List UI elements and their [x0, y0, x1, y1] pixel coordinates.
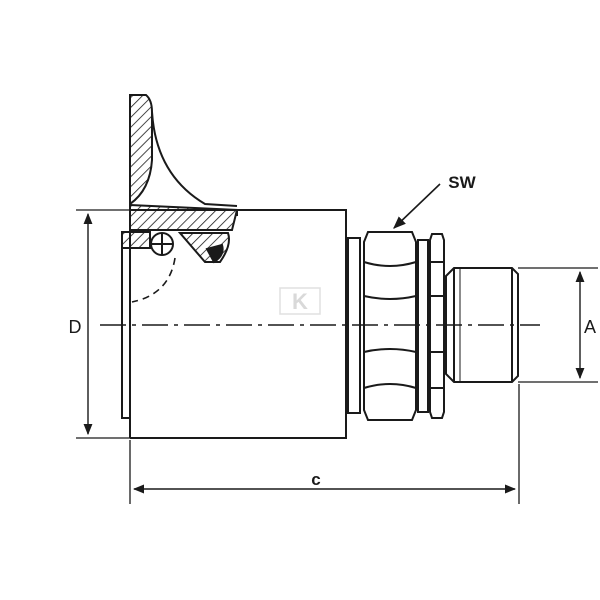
cam-lever [121, 94, 239, 264]
sw-leader: SW [393, 173, 477, 229]
watermark-text: K [292, 289, 308, 314]
watermark-logo: K [279, 287, 321, 315]
dimension-d: D [64, 212, 93, 436]
dimension-d-label: D [69, 317, 82, 337]
extension-lines [76, 209, 598, 504]
hidden-swing-line [131, 257, 176, 303]
hex-nut [363, 231, 417, 421]
dimension-a-label: A [584, 317, 596, 337]
dimension-c-label: c [311, 470, 320, 489]
dimension-a: A [575, 270, 596, 380]
coupling-body [121, 209, 347, 439]
dimension-c: c [132, 470, 517, 494]
flange-hex [417, 233, 445, 419]
sw-label: SW [448, 173, 476, 192]
